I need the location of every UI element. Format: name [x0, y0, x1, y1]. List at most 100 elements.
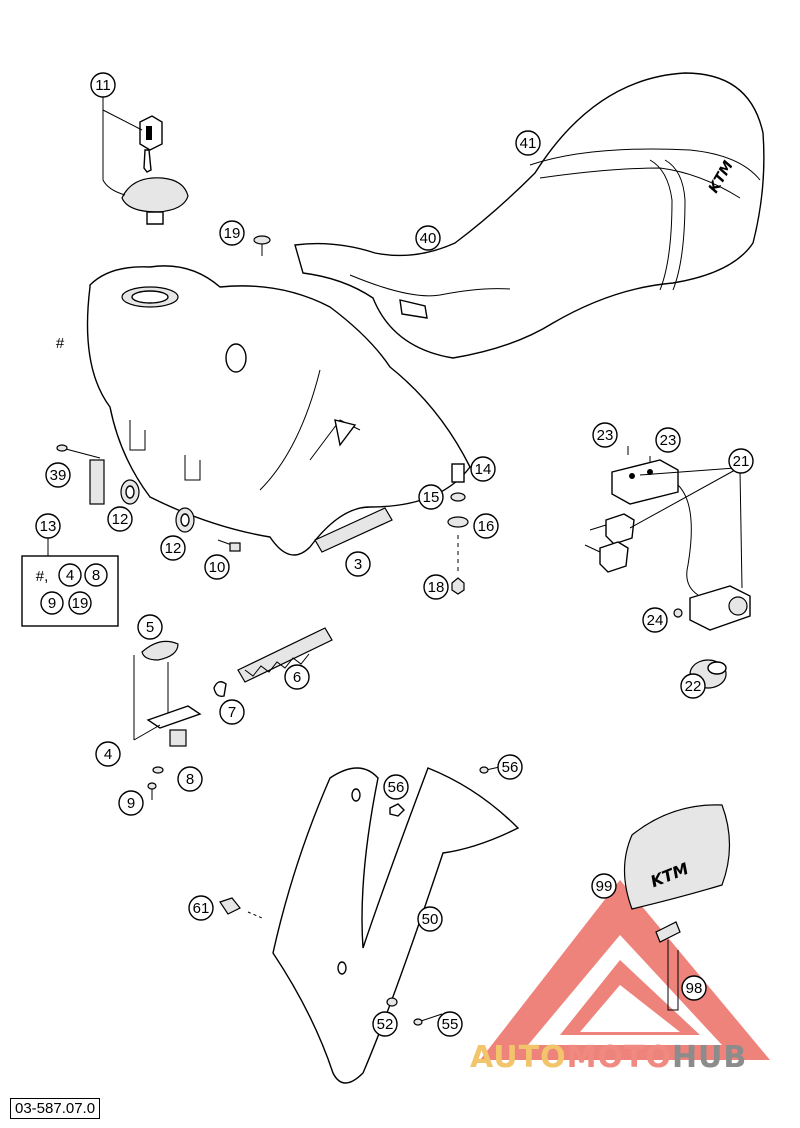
svg-text:18: 18 [428, 579, 445, 596]
screw-39 [56, 444, 105, 505]
callout-9: 9 [118, 790, 144, 816]
svg-text:98: 98 [686, 980, 703, 997]
washer-16 [447, 516, 469, 528]
svg-text:56: 56 [502, 759, 519, 776]
svg-text:#: # [56, 335, 65, 352]
callout-15: 15 [418, 484, 444, 510]
svg-text:41: 41 [520, 135, 537, 152]
svg-text:13: 13 [40, 518, 57, 535]
svg-text:9: 9 [48, 595, 56, 612]
callout-21: 21 [728, 448, 754, 474]
watermark-part-moto: MOTO [566, 1040, 672, 1075]
bracket-98 [655, 921, 681, 1011]
callout-22: 22 [680, 673, 706, 699]
callout-98: 98 [681, 975, 707, 1001]
callout-10: 10 [204, 554, 230, 580]
svg-text:21: 21 [733, 453, 750, 470]
callout-18: 18 [423, 574, 449, 600]
svg-text:3: 3 [354, 556, 362, 573]
fuel-cap [121, 177, 189, 225]
foam-strip-3 [314, 507, 393, 553]
screw-19 [253, 235, 271, 256]
watermark-part-hub: HUB [671, 1040, 748, 1075]
svg-text:24: 24 [647, 612, 664, 629]
callout-55: 55 [437, 1011, 463, 1037]
callout-50: 50 [417, 906, 443, 932]
seat: KTM [294, 72, 765, 359]
fuel-tap [133, 640, 202, 800]
kit-item-19: 19 [68, 591, 92, 615]
svg-text:23: 23 [597, 427, 614, 444]
screw-10 [217, 539, 241, 552]
callout-52: 52 [372, 1011, 398, 1037]
callout-19: 19 [219, 220, 245, 246]
callout-23b: 23 [655, 427, 681, 453]
svg-text:39: 39 [50, 467, 67, 484]
svg-text:52: 52 [377, 1016, 394, 1033]
watermark-part-auto: AUTO [470, 1040, 567, 1075]
callout-13: 13 [35, 513, 61, 539]
svg-text:14: 14 [475, 461, 492, 478]
svg-text:6: 6 [293, 669, 301, 686]
bushing-12b [175, 507, 195, 533]
svg-text:16: 16 [478, 518, 495, 535]
svg-text:61: 61 [193, 900, 210, 917]
callout-40: 40 [415, 225, 441, 251]
callout-6: 6 [284, 664, 310, 690]
callout-12b: 12 [160, 535, 186, 561]
kit-item-9: 9 [40, 591, 64, 615]
kit-item-4: 4 [58, 563, 82, 587]
svg-text:55: 55 [442, 1016, 459, 1033]
callout-14: 14 [470, 456, 496, 482]
svg-text:8: 8 [186, 771, 194, 788]
svg-text:50: 50 [422, 911, 439, 928]
svg-text:9: 9 [127, 795, 135, 812]
watermark-text: AUTOMOTOHUB [470, 1040, 747, 1075]
callout-8: 8 [177, 766, 203, 792]
kit-item-8: 8 [84, 563, 108, 587]
callout-24: 24 [642, 607, 668, 633]
svg-text:12: 12 [112, 511, 129, 528]
callout-12a: 12 [107, 506, 133, 532]
callout-39: 39 [45, 462, 71, 488]
watermark-logo-icon [480, 880, 770, 1060]
svg-text:11: 11 [95, 77, 111, 94]
callout-56b: 56 [383, 774, 409, 800]
decal-99: KTM [623, 804, 731, 910]
svg-text:99: 99 [596, 878, 613, 895]
fuel-hose-6 [237, 627, 333, 683]
callout-61: 61 [188, 895, 214, 921]
svg-text:19: 19 [72, 595, 89, 612]
bushing-12a [120, 479, 140, 505]
callout-99: 99 [591, 873, 617, 899]
kit-hash-label: #, [36, 568, 49, 585]
fuel-tank [86, 265, 471, 556]
spacer-14 [451, 463, 465, 483]
callout-23a: 23 [592, 422, 618, 448]
callout-16: 16 [473, 513, 499, 539]
svg-text:7: 7 [228, 704, 236, 721]
callouts: 11 19 41 40 # 39 12 12 10 3 14 15 16 18 … [21, 72, 754, 1037]
svg-text:5: 5 [146, 619, 154, 636]
washer-15 [450, 492, 466, 502]
nut-18 [451, 577, 465, 595]
svg-text:56: 56 [388, 779, 405, 796]
svg-text:23: 23 [660, 432, 677, 449]
side-panel [219, 765, 520, 1084]
callout-4: 4 [95, 741, 121, 767]
callout-11: 11 [90, 72, 116, 98]
leader-lines [102, 96, 143, 196]
svg-text:4: 4 [104, 746, 112, 763]
svg-text:4: 4 [66, 567, 74, 584]
svg-text:8: 8 [92, 567, 100, 584]
callout-41: 41 [515, 130, 541, 156]
callout-3: 3 [345, 551, 371, 577]
callout-hash: # [56, 335, 65, 352]
ignition-key [139, 115, 163, 173]
svg-text:40: 40 [420, 230, 437, 247]
svg-text:12: 12 [165, 540, 182, 557]
svg-text:15: 15 [423, 489, 440, 506]
callout-56a: 56 [497, 754, 523, 780]
callout-5: 5 [137, 614, 163, 640]
